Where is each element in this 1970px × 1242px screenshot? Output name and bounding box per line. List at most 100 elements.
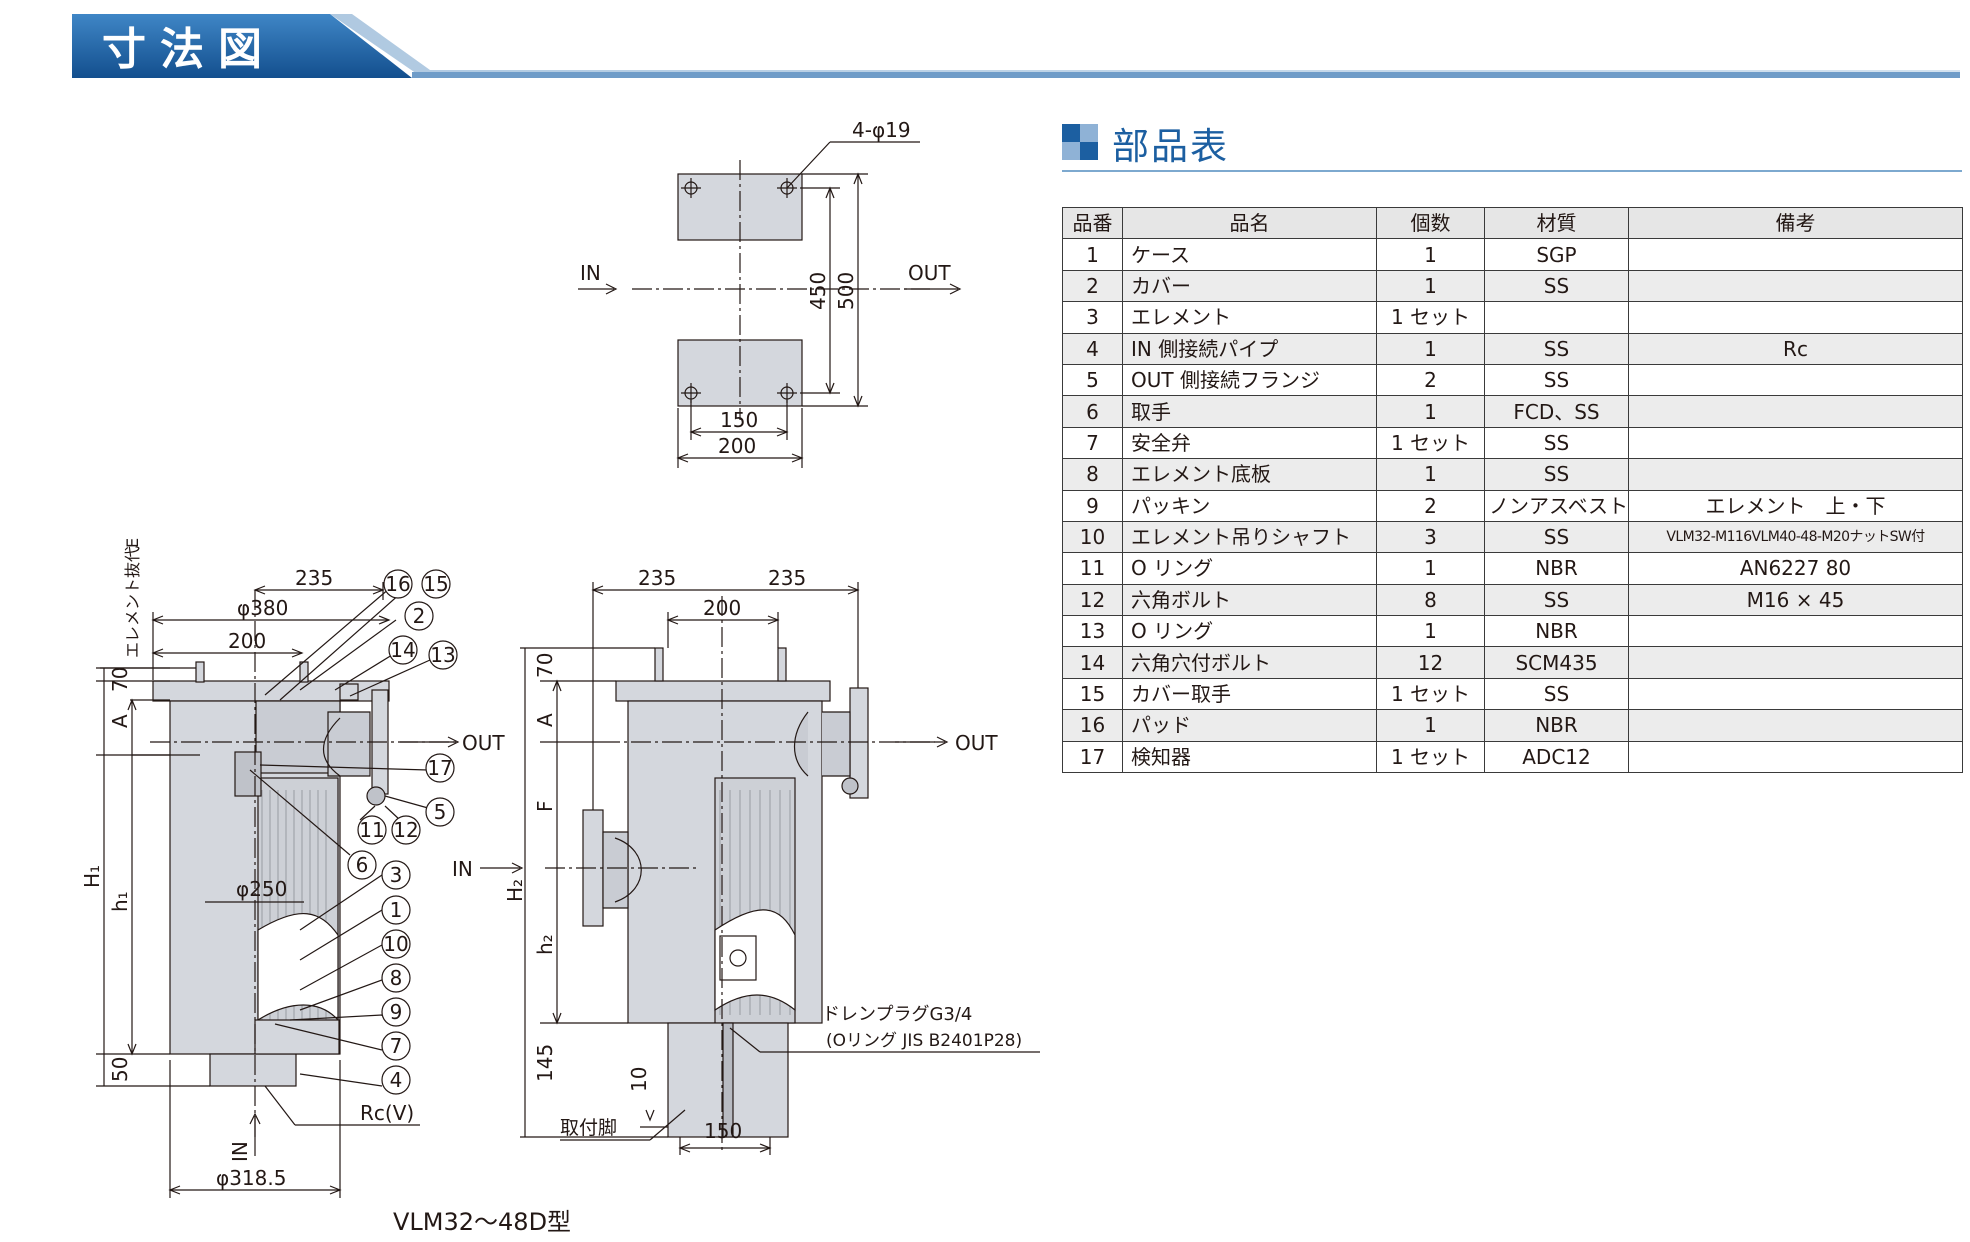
base-out-label: OUT [908,261,951,285]
remarks-cell [1628,363,1963,397]
material-cell: ノンアスベスト [1484,489,1629,522]
dimension-drawings: 16 15 2 14 13 17 5 11 12 6 3 1 10 8 9 7 … [80,118,1040,1236]
front-view [96,582,460,1198]
material-cell: SGP [1484,238,1629,271]
balloon-17: 17 [427,756,452,780]
part-name-cell: OUT 側接続フランジ [1122,363,1377,397]
part-name-cell: ケース [1122,238,1377,271]
front-dim-200: 200 [228,629,266,653]
remarks-cell [1628,740,1963,774]
base-in-label: IN [580,261,601,285]
base-plate-view [578,141,962,468]
remarks-cell [1628,709,1963,742]
heading-rule [1062,170,1962,172]
front-dim-235: 235 [295,566,333,590]
side-dim-200: 200 [703,596,741,620]
side-dim-f: F [533,800,557,812]
material-cell: SS [1484,426,1629,460]
side-dim-70: 70 [533,653,557,678]
material-cell: SS [1484,332,1629,365]
front-dim-70: 70 [108,667,132,692]
remarks-cell: エレメント 上・下 [1628,489,1963,522]
front-rc-label: Rc(V) [360,1101,414,1125]
remarks-cell [1628,395,1963,428]
qty-cell: 1 セット [1376,740,1485,774]
remarks-cell: AN6227 80 [1628,552,1963,585]
part-no-cell: 10 [1062,520,1123,554]
qty-cell: 1 セット [1376,301,1485,334]
qty-cell: 12 [1376,646,1485,679]
remarks-cell [1628,269,1963,303]
part-name-cell: 六角ボルト [1122,583,1377,617]
part-no-cell: 17 [1062,740,1123,774]
material-cell: SS [1484,269,1629,303]
side-dim-h2: H₂ [503,879,527,902]
front-out-label: OUT [462,731,505,755]
front-dim-380: φ380 [237,596,288,620]
qty-cell: 2 [1376,363,1485,397]
qty-cell: 1 セット [1376,426,1485,460]
side-dim-150: 150 [704,1119,742,1143]
part-name-cell: 検知器 [1122,740,1377,774]
parts-title: 部品表 [1112,125,1229,168]
balloon-9: 9 [390,1000,403,1024]
bolt-holes-label: 4-φ19 [852,118,911,142]
front-dim-e: E [123,538,142,548]
material-cell: NBR [1484,615,1629,648]
balloon-10: 10 [383,932,408,956]
side-dim-10: 10 [627,1067,651,1092]
balloon-14: 14 [390,638,415,662]
balloon-7: 7 [390,1034,403,1058]
material-cell: ADC12 [1484,740,1629,774]
remarks-cell [1628,677,1963,711]
balloon-11: 11 [359,818,384,842]
side-dim-145: 145 [533,1044,557,1082]
part-no-cell: 12 [1062,583,1123,617]
material-cell: SS [1484,520,1629,554]
heading-square-icon [1062,124,1080,142]
part-no-cell: 9 [1062,489,1123,522]
qty-cell: 1 [1376,458,1485,491]
header-title: 寸法図 [102,24,276,75]
drain-plug-label: ドレンプラグG3/4 [822,1004,972,1025]
oring-label: (Oリング JIS B2401P28) [826,1031,1022,1051]
side-in-label: IN [452,857,473,881]
front-in-label: IN [228,1141,252,1162]
part-no-cell: 7 [1062,426,1123,460]
parts-heading: 部品表 [1062,112,1962,178]
material-cell: SS [1484,363,1629,397]
front-dim-250: φ250 [236,877,287,901]
part-name-cell: 六角穴付ボルト [1122,646,1377,679]
remarks-cell [1628,301,1963,334]
front-dim-a: A [108,714,132,728]
balloon-8: 8 [390,966,403,990]
part-name-cell: エレメント [1122,301,1377,334]
qty-cell: 3 [1376,520,1485,554]
part-name-cell: O リング [1122,615,1377,648]
qty-cell: 1 [1376,395,1485,428]
part-no-cell: 13 [1062,615,1123,648]
material-cell: SS [1484,583,1629,617]
part-no-cell: 8 [1062,458,1123,491]
remarks-cell [1628,646,1963,679]
model-caption: VLM32〜48D型 [393,1208,571,1236]
qty-cell: 2 [1376,489,1485,522]
material-cell: SS [1484,458,1629,491]
part-no-cell: 1 [1062,238,1123,271]
part-no-cell: 5 [1062,363,1123,397]
material-cell [1484,301,1629,334]
part-name-cell: O リング [1122,552,1377,585]
qty-cell: 1 [1376,709,1485,742]
balloon-15: 15 [423,572,448,596]
side-out-label: OUT [955,731,998,755]
